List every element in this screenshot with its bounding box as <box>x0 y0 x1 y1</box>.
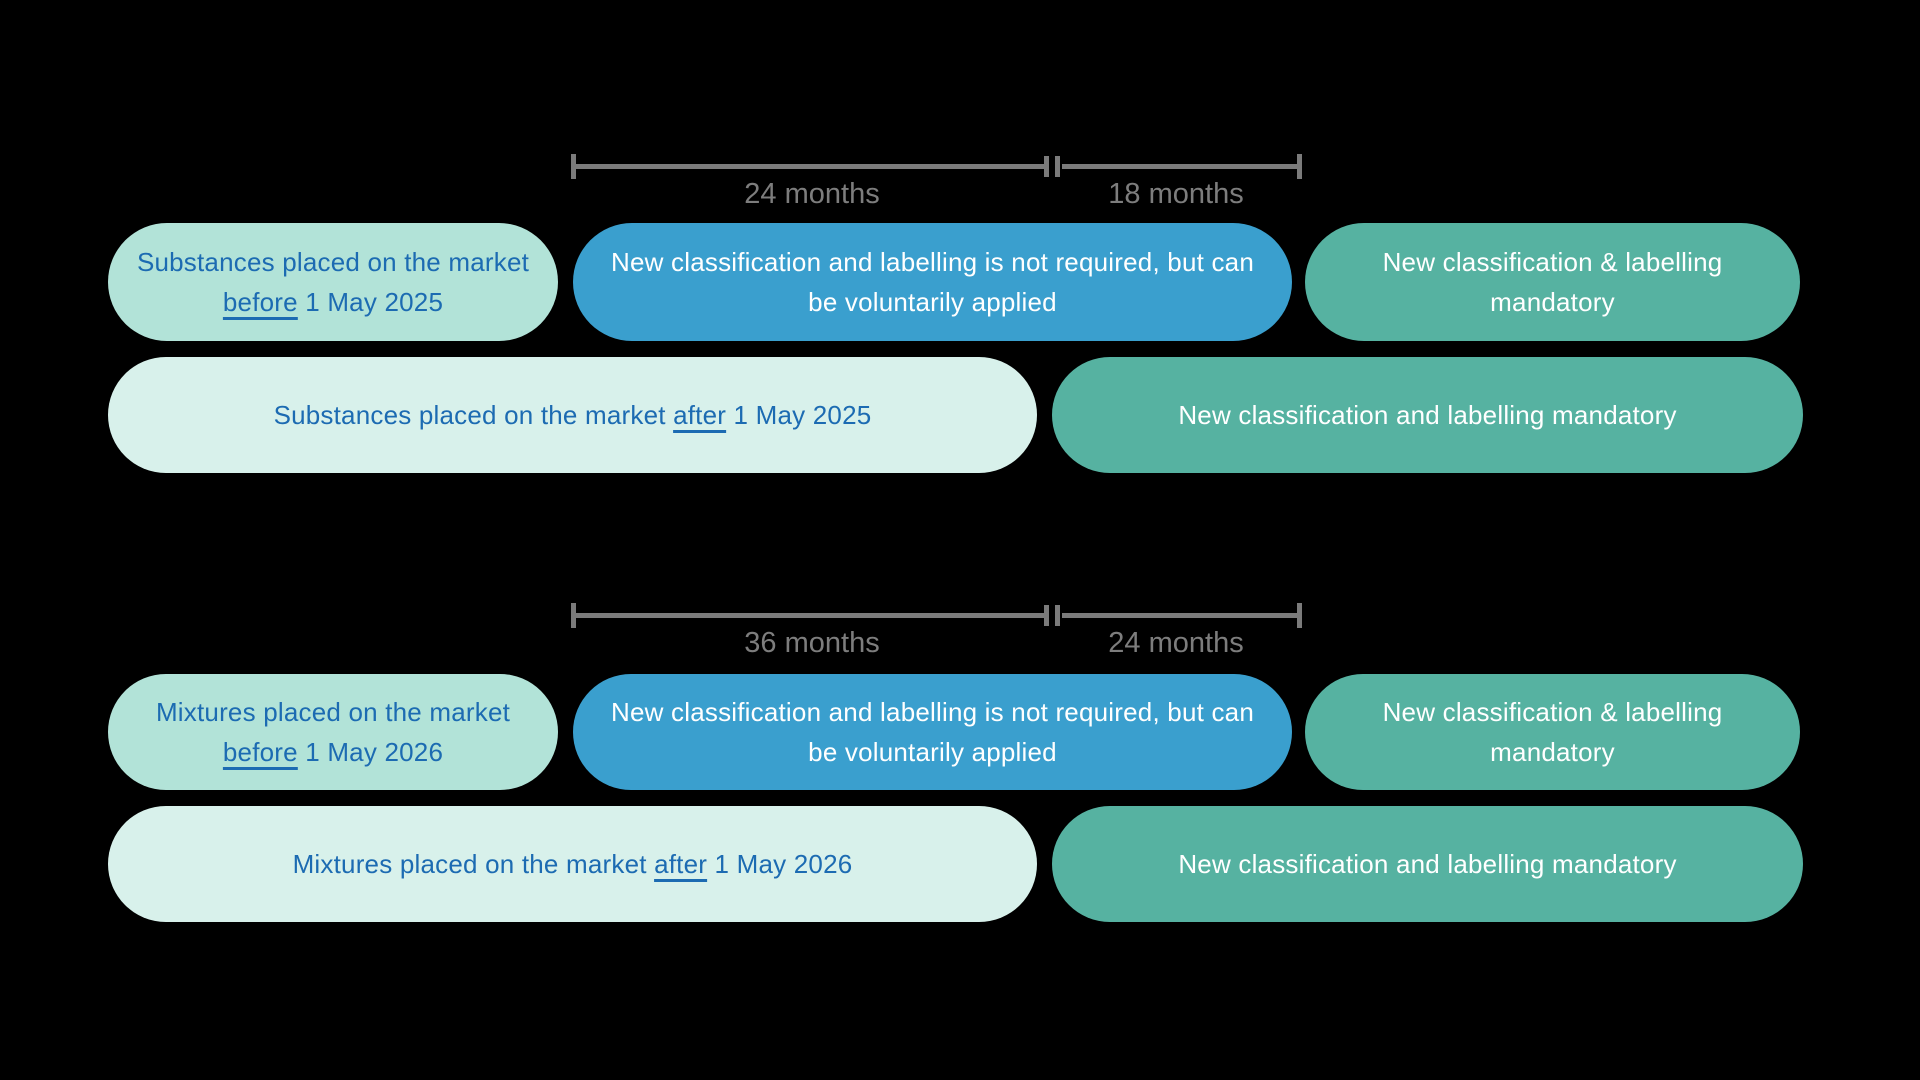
mixtures-mandatory-short-pill: New classification & labelling mandatory <box>1305 674 1800 790</box>
pill-text-line: Mixtures placed on the market after 1 Ma… <box>293 844 853 884</box>
mixtures-after-pill: Mixtures placed on the market after 1 Ma… <box>108 806 1037 922</box>
pill-text-line: mandatory <box>1490 287 1615 317</box>
pill-text-line: mandatory <box>1490 737 1615 767</box>
duration-label: 24 months <box>1108 627 1244 659</box>
pill-text: 1 May 2025 <box>726 400 872 430</box>
mixtures-mandatory-long-pill: New classification and labelling mandato… <box>1052 806 1803 922</box>
underlined-word: before <box>222 737 298 767</box>
pill-text: 1 May 2025 <box>297 287 444 317</box>
duration-label: 18 months <box>1108 178 1244 210</box>
pill-text: 1 May 2026 <box>707 849 853 879</box>
timeline-break-tick <box>1044 156 1049 177</box>
substances-before-pill: Substances placed on the market before 1… <box>108 223 558 341</box>
substances-mandatory-short-pill: New classification & labelling mandatory <box>1305 223 1800 341</box>
timeline-break-tick <box>1055 156 1060 177</box>
duration-label: 36 months <box>744 627 880 659</box>
pill-text-line: be voluntarily applied <box>808 737 1057 767</box>
pill-text-line: New classification and labelling is not … <box>611 247 1254 277</box>
timeline-bar <box>573 613 1047 618</box>
pill-text-line: before 1 May 2025 <box>223 282 443 322</box>
timeline-tick <box>1297 603 1302 628</box>
pill-text-line: Substances placed on the market <box>136 247 530 277</box>
pill-text-line: New classification and labelling mandato… <box>1178 400 1677 430</box>
timeline-bar <box>573 164 1047 169</box>
substances-voluntary-pill: New classification and labelling is not … <box>573 223 1292 341</box>
pill-text-line: Mixtures placed on the market <box>155 697 511 727</box>
pill-text-line: New classification and labelling is not … <box>611 697 1254 727</box>
mixtures-before-pill: Mixtures placed on the market before 1 M… <box>108 674 558 790</box>
pill-text: 1 May 2026 <box>297 737 444 767</box>
pill-text: Mixtures placed on the market <box>292 849 655 879</box>
timeline-bar <box>1062 613 1300 618</box>
timeline-tick <box>1297 154 1302 179</box>
pill-text-line: New classification and labelling mandato… <box>1178 849 1677 879</box>
mixtures-voluntary-pill: New classification and labelling is not … <box>573 674 1292 790</box>
underlined-word: after <box>673 400 727 430</box>
pill-text-line: New classification & labelling <box>1382 247 1723 277</box>
underlined-word: after <box>654 849 708 879</box>
pill-text-line: Substances placed on the market after 1 … <box>274 395 872 435</box>
underlined-word: before <box>222 287 298 317</box>
duration-label: 24 months <box>744 178 880 210</box>
substances-after-pill: Substances placed on the market after 1 … <box>108 357 1037 473</box>
pill-text-line: before 1 May 2026 <box>223 732 443 772</box>
pill-text-line: be voluntarily applied <box>808 287 1057 317</box>
timeline-break-tick <box>1055 605 1060 626</box>
pill-text: Substances placed on the market <box>273 400 674 430</box>
timeline-tick <box>571 154 576 179</box>
pill-text-line: New classification & labelling <box>1382 697 1723 727</box>
substances-mandatory-long-pill: New classification and labelling mandato… <box>1052 357 1803 473</box>
timeline-bar <box>1062 164 1300 169</box>
timeline-tick <box>571 603 576 628</box>
timeline-break-tick <box>1044 605 1049 626</box>
